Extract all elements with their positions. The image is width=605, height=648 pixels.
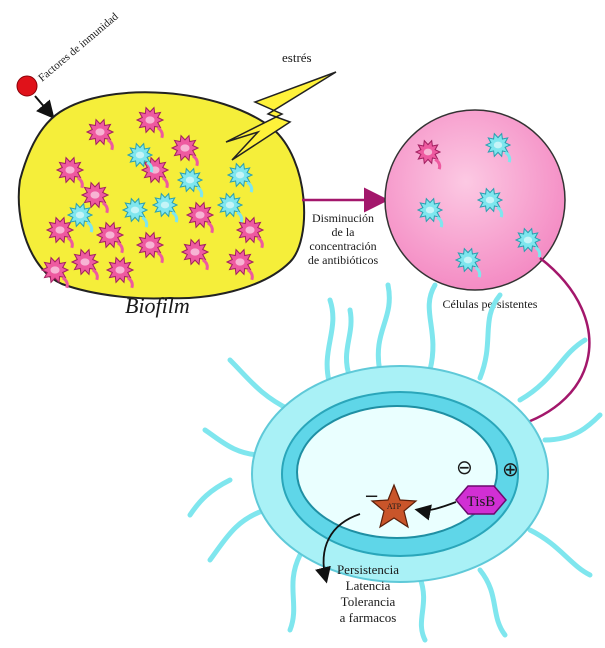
- flagellum: [190, 480, 230, 515]
- flagellum: [530, 530, 590, 575]
- atp-label: ATP: [387, 502, 402, 511]
- flagellum: [429, 285, 435, 370]
- flagellum: [545, 415, 600, 440]
- plus-charge-icon: ⊕: [502, 457, 519, 481]
- svg-text:de antibióticos: de antibióticos: [308, 253, 379, 267]
- flagellum: [378, 285, 389, 372]
- immunity-dot-icon: [17, 76, 37, 96]
- flagellum: [327, 300, 333, 385]
- tisb-label: TisB: [467, 494, 496, 510]
- flagellum: [346, 310, 351, 378]
- flagellum: [210, 510, 265, 560]
- persister-cells-group: Células persistentes: [385, 110, 565, 311]
- antibiotic-decrease-label: Disminución de la concentración de antib…: [308, 211, 379, 267]
- flagellum: [520, 340, 585, 400]
- flagellum: [290, 555, 300, 630]
- svg-text:a farmacos: a farmacos: [340, 610, 397, 625]
- stress-label: estrés: [282, 50, 312, 65]
- immunity-factors-label: Factores de inmunidad: [36, 10, 121, 84]
- flagellum: [205, 430, 262, 455]
- minus-charge-icon: ⊖: [456, 455, 473, 479]
- flagellum: [480, 570, 505, 635]
- svg-text:concentración: concentración: [309, 239, 376, 253]
- biofilm-label: Biofilm: [125, 293, 190, 318]
- flagellum: [420, 578, 425, 640]
- bacterium: ⊖ ⊕ TisB ATP −: [190, 285, 600, 640]
- svg-text:de la: de la: [332, 225, 356, 239]
- svg-text:Latencia: Latencia: [346, 578, 391, 593]
- flagellum: [230, 360, 290, 410]
- svg-text:Disminución: Disminución: [312, 211, 374, 225]
- svg-text:Tolerancia: Tolerancia: [341, 594, 396, 609]
- svg-text:Persistencia: Persistencia: [337, 562, 399, 577]
- outcomes-label: Persistencia Latencia Tolerancia a farma…: [337, 562, 399, 625]
- atp-minus-sign: −: [364, 486, 379, 507]
